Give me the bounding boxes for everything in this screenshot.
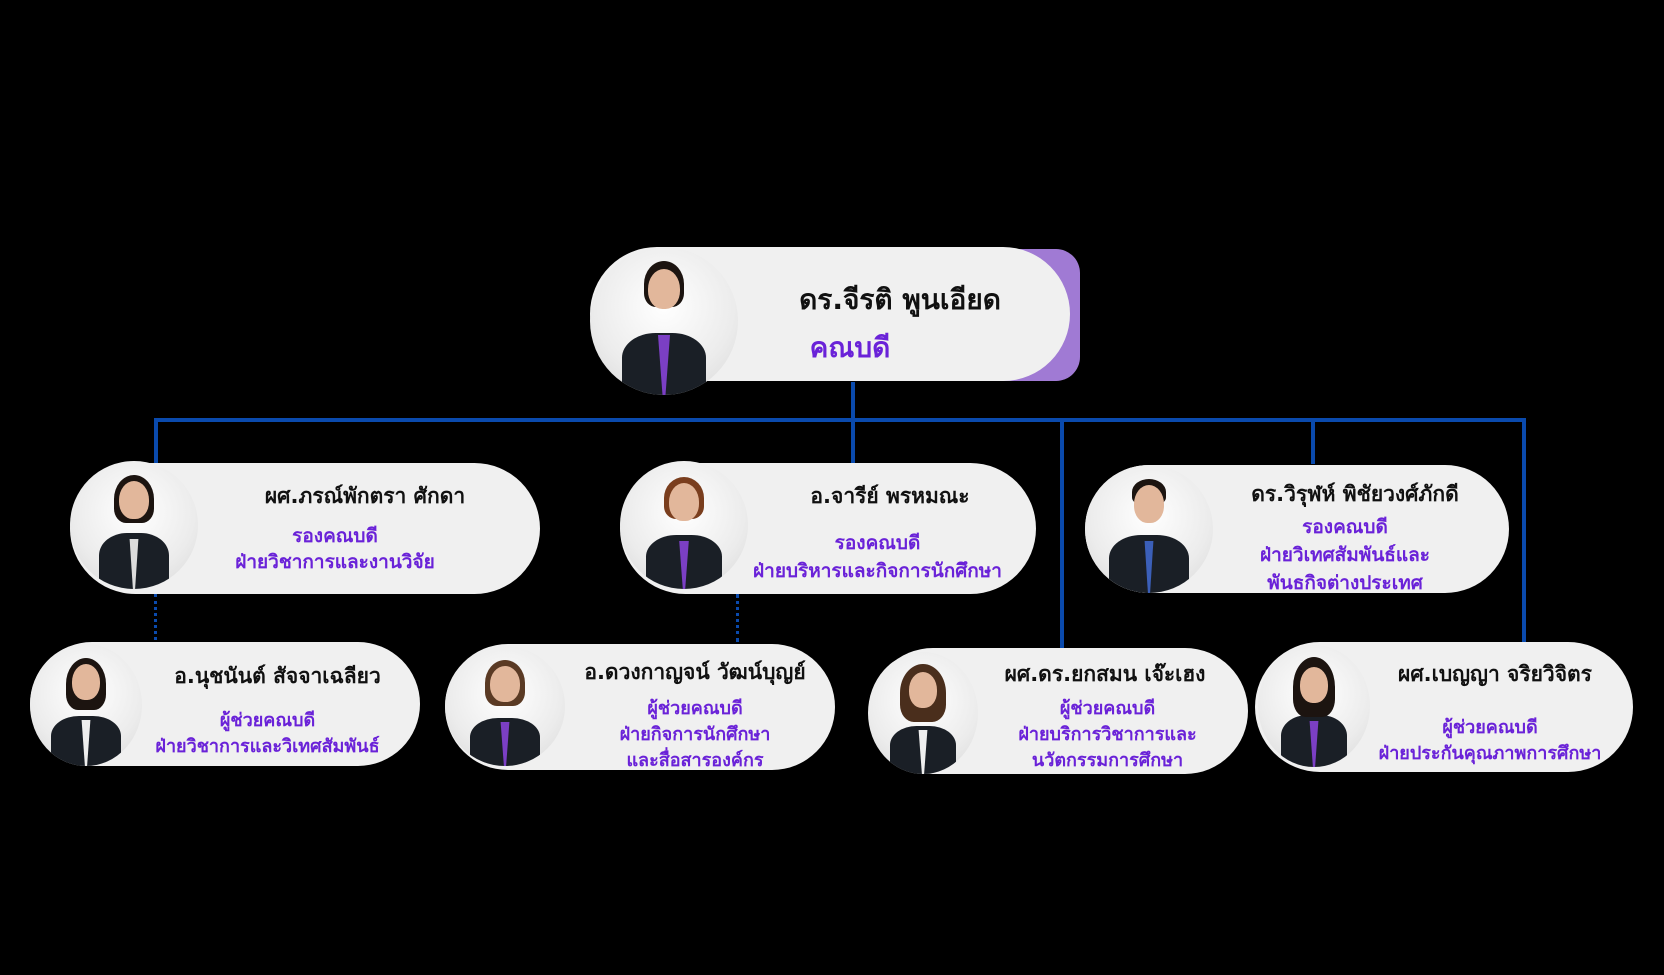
deputy-1-role: รองคณบดี	[292, 525, 378, 547]
deputy-1-name: ผศ.ภรณ์พักตรา ศักดา	[264, 484, 466, 508]
assistant-4-photo-icon	[1258, 645, 1370, 767]
assistant-2-name: อ.ดวงกาญจน์ วัฒน์บุญย์	[584, 660, 806, 684]
dotted-connector-assistant-1	[154, 594, 157, 640]
assistant-2-dept-line-1: ฝ่ายกิจการนักศึกษา	[619, 724, 771, 745]
dean-photo-icon	[590, 247, 738, 395]
assistant-3-dept-line-2: นวัตกรรมการศึกษา	[1031, 750, 1184, 771]
assistant-4-role: ผู้ช่วยคณบดี	[1442, 717, 1538, 738]
deputy-3-name: ดร.วิรุฬห์ พิชัยวงศ์ภักดี	[1251, 482, 1459, 506]
deputy-1-dept: ฝ่ายวิชาการและงานวิจัย	[235, 551, 435, 573]
deputy-2-role: รองคณบดี	[834, 532, 921, 554]
connector-to-deputy-1	[154, 418, 158, 464]
assistant-4-name: ผศ.เบญญา จริยวิจิตร	[1398, 662, 1592, 686]
deputy-3-photo-icon	[1085, 465, 1213, 593]
assistant-3-role: ผู้ช่วยคณบดี	[1059, 698, 1156, 719]
connector-horizontal-bus	[154, 418, 1526, 422]
deputy-2-dept: ฝ่ายบริหารและกิจการนักศึกษา	[753, 560, 1002, 582]
assistant-1-dept: ฝ่ายวิชาการและวิเทศสัมพันธ์	[155, 736, 380, 757]
deputy-3-role: รองคณบดี	[1302, 516, 1388, 538]
deputy-3-dept-line-1: ฝ่ายวิเทศสัมพันธ์และ	[1259, 544, 1430, 566]
assistant-3-photo-icon	[868, 652, 978, 774]
deputy-3-dept-line-2: พันธกิจต่างประเทศ	[1267, 572, 1423, 594]
assistant-1-photo-icon	[30, 644, 142, 766]
connector-to-deputy-2	[851, 418, 855, 464]
connector-dean-down	[851, 382, 855, 422]
assistant-2-dept-line-2: และสื่อสารองค์กร	[626, 750, 764, 771]
dean-role: คณบดี	[809, 331, 891, 364]
assistant-4-dept: ฝ่ายประกันคุณภาพการศึกษา	[1378, 743, 1602, 764]
assistant-3-dept-line-1: ฝ่ายบริการวิชาการและ	[1018, 724, 1197, 745]
dean-name: ดร.จีรติ พูนเอียด	[799, 283, 1001, 316]
assistant-2-photo-icon	[445, 646, 565, 766]
deputy-2-name: อ.จารีย์ พรหมณะ	[810, 484, 970, 508]
connector-to-deputy-3	[1311, 418, 1315, 464]
assistant-1-role: ผู้ช่วยคณบดี	[219, 710, 316, 731]
assistant-2-role: ผู้ช่วยคณบดี	[647, 698, 743, 719]
connector-to-assistant-4	[1522, 418, 1526, 642]
connector-to-assistant-3	[1060, 418, 1064, 648]
assistant-1-name: อ.นุชนันต์ สัจจาเฉลียว	[174, 664, 381, 688]
deputy-2-photo-icon	[620, 461, 748, 589]
deputy-1-photo-icon	[70, 461, 198, 589]
assistant-3-name: ผศ.ดร.ยกสมน เจ๊ะเฮง	[1004, 662, 1206, 686]
dotted-connector-assistant-2	[736, 594, 739, 642]
